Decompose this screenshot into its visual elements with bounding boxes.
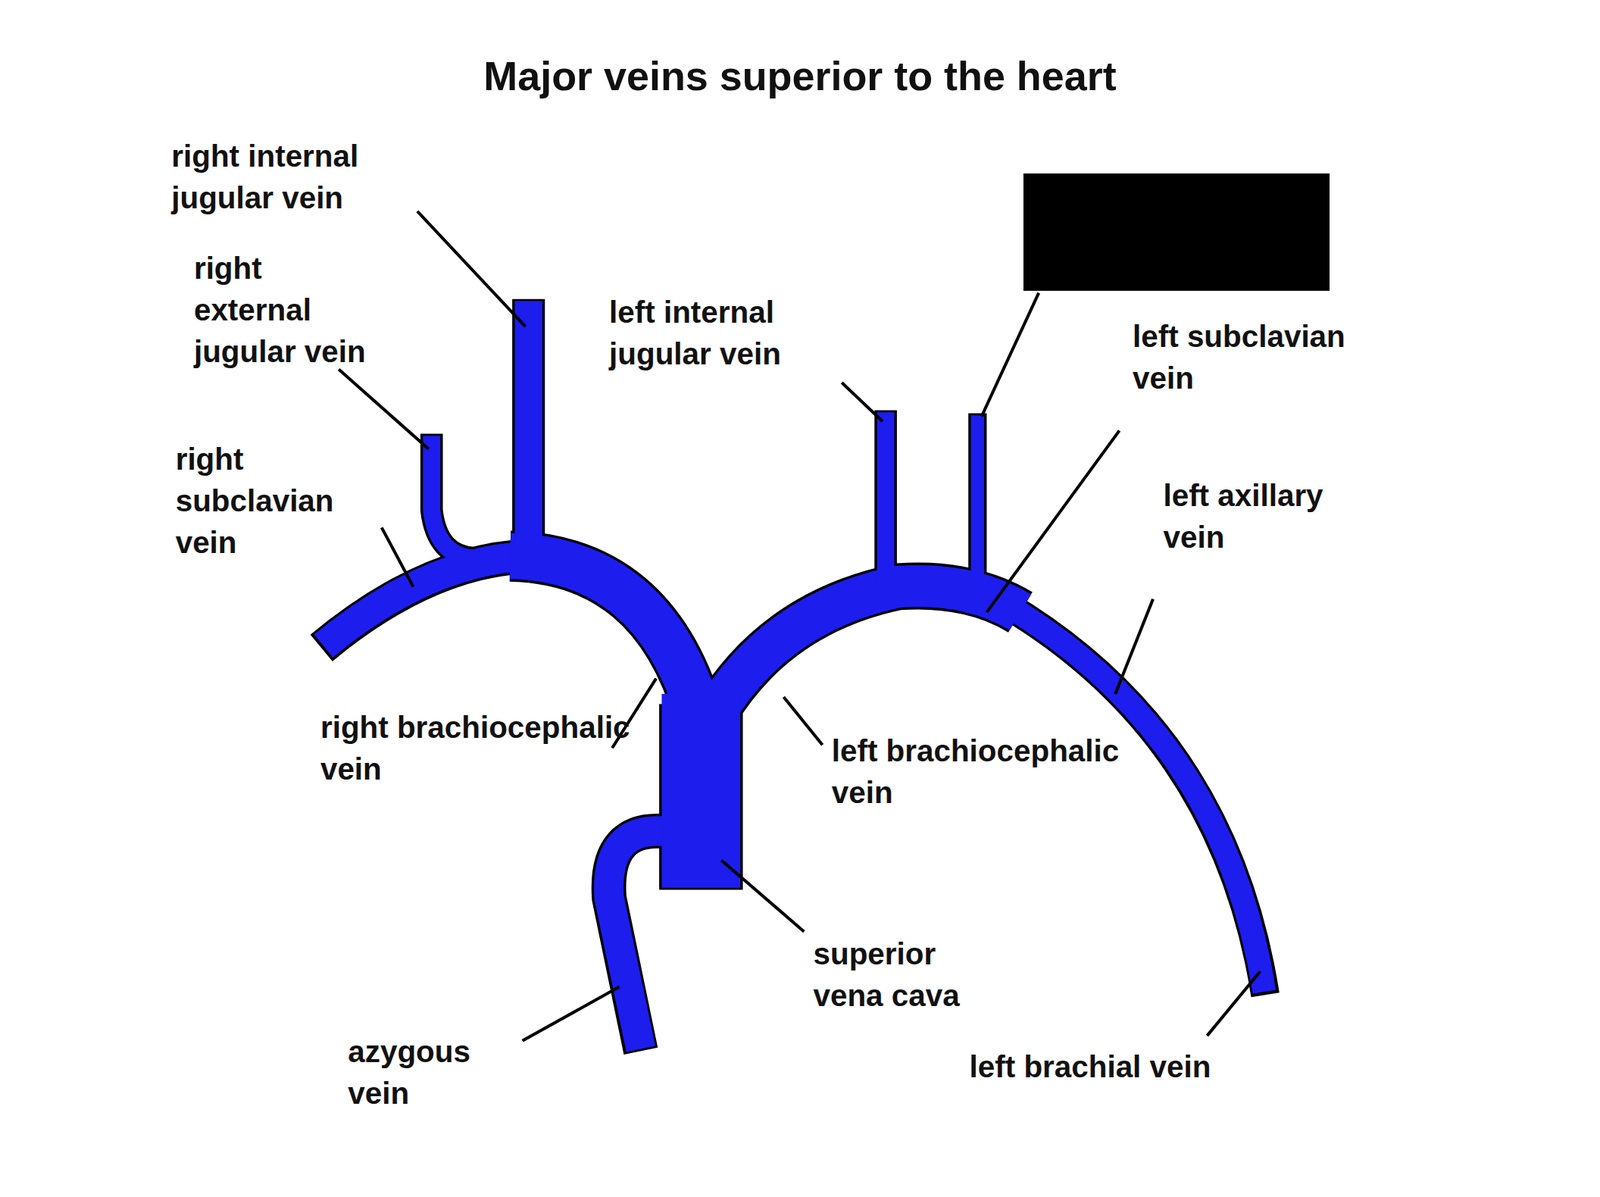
vein-label: azygous vein — [347, 1030, 522, 1114]
vein-label: left brachial vein — [969, 1046, 1220, 1088]
vein-label: left subclavian vein — [1132, 315, 1353, 399]
vein-label: superior vena cava — [812, 932, 1002, 1016]
vein-label: right subclavian vein — [175, 437, 396, 564]
vein-label: left brachiocephalic vein — [831, 729, 1159, 813]
diagram-title: Major veins superior to the heart — [0, 53, 1600, 100]
vein-label: right external jugular vein — [193, 246, 373, 373]
vein-label: right brachiocephalic vein — [320, 706, 647, 790]
vein-label: left axillary vein — [1162, 474, 1332, 558]
vein-label: left internal jugular vein — [609, 290, 860, 375]
vein-label: right internal jugular vein — [171, 134, 452, 219]
